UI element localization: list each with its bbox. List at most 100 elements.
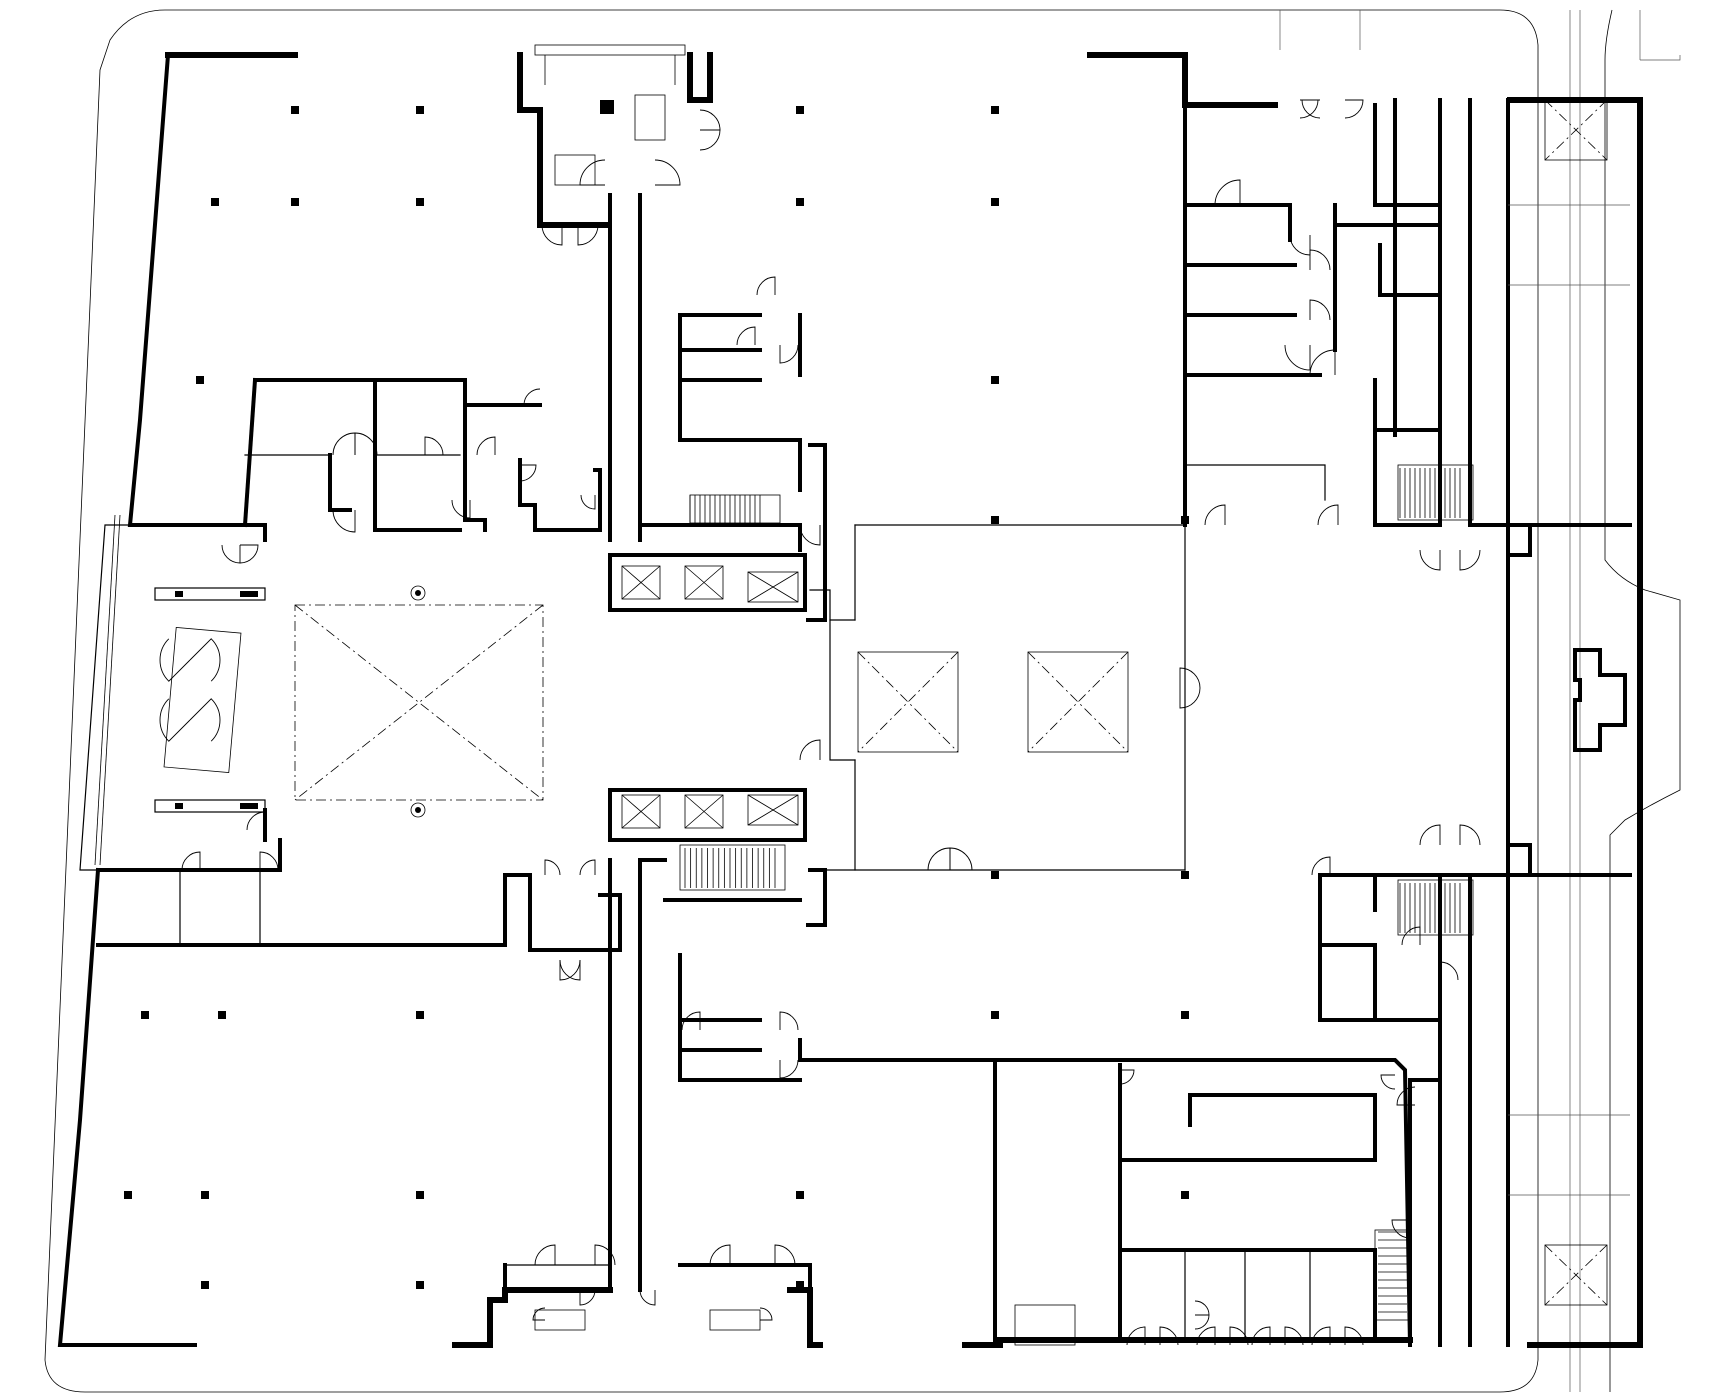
- door-swing: [1344, 1326, 1364, 1346]
- east-corridor-units: [1508, 99, 1630, 1306]
- column: [201, 1191, 209, 1199]
- door-swing: [639, 1289, 656, 1306]
- column: [796, 1281, 804, 1289]
- site-outline: [44, 9, 1681, 1393]
- south-vestibules: [534, 1309, 761, 1331]
- stair-east-upper: [1397, 464, 1474, 521]
- interior-walls-east: [1183, 98, 1632, 557]
- door-swing: [1229, 1326, 1249, 1346]
- door-swing: [1194, 1314, 1210, 1330]
- door-swing: [1459, 549, 1481, 571]
- column: [1181, 1011, 1189, 1019]
- door-swing: [736, 326, 756, 346]
- door-swing: [580, 494, 596, 510]
- door-swing: [756, 276, 776, 296]
- door-swing: [579, 159, 606, 186]
- door-swing: [799, 524, 821, 546]
- door-swing: [532, 1307, 546, 1321]
- skylight-west: [857, 651, 959, 753]
- elevator-bank-north: [608, 553, 807, 612]
- column: [1181, 871, 1189, 879]
- door-swing: [259, 851, 279, 871]
- door-swing: [1251, 1326, 1271, 1346]
- door-swing: [159, 698, 191, 742]
- door-swing: [1299, 99, 1319, 119]
- column: [141, 1011, 149, 1019]
- door-swing: [1179, 687, 1201, 709]
- column: [416, 1011, 424, 1019]
- door-swing: [1196, 1326, 1216, 1346]
- door-swing: [1344, 99, 1364, 119]
- stair-east-lower: [1397, 879, 1474, 936]
- door-swing: [159, 638, 191, 682]
- door-swing: [759, 1307, 773, 1321]
- column: [991, 198, 999, 206]
- door-swing: [534, 1244, 556, 1266]
- door-swing: [246, 811, 266, 831]
- column: [991, 516, 999, 524]
- exterior-walls: [57, 52, 1643, 1348]
- door-swing: [1396, 1086, 1416, 1106]
- door-swing: [1284, 1326, 1304, 1346]
- column: [416, 1191, 424, 1199]
- door-swing: [1311, 856, 1331, 876]
- door-swing: [1309, 299, 1331, 321]
- door-swing: [779, 344, 799, 364]
- column: [796, 1191, 804, 1199]
- door-swing: [1194, 1300, 1210, 1316]
- interior-walls-east-lower: [1318, 843, 1632, 1347]
- door-swing: [579, 859, 596, 876]
- door-swing: [476, 436, 496, 456]
- column: [416, 198, 424, 206]
- interior-walls-west-lobby: [79, 514, 282, 872]
- atrium-void: [294, 585, 544, 818]
- column: [991, 871, 999, 879]
- column: [991, 106, 999, 114]
- central-hall-walls: [809, 524, 856, 871]
- column: [991, 1011, 999, 1019]
- door-swing: [577, 224, 599, 246]
- door-swing: [1380, 1074, 1396, 1090]
- door-swing: [181, 851, 201, 871]
- door-swing: [1311, 1326, 1331, 1346]
- elevator-bank-south: [608, 788, 807, 842]
- door-swing: [424, 436, 444, 456]
- entrance-lobby: [154, 587, 266, 813]
- door-swing: [1317, 504, 1339, 526]
- door-swing: [799, 739, 821, 761]
- door-swing: [774, 1244, 796, 1266]
- door-swing: [594, 1244, 616, 1266]
- north-vestibule: [534, 44, 686, 186]
- door-swing: [1419, 824, 1441, 846]
- door-swing: [451, 499, 471, 519]
- door-swing: [699, 109, 721, 131]
- door-swing: [559, 959, 581, 981]
- interior-walls-northwest: [242, 193, 642, 542]
- door-swing: [1401, 926, 1421, 946]
- interior-walls-southwest: [96, 524, 1413, 1348]
- door-swing: [1301, 99, 1321, 119]
- door-swing: [189, 698, 221, 742]
- door-swing: [544, 859, 561, 876]
- door-swing: [779, 1011, 799, 1031]
- door-swing: [654, 159, 681, 186]
- interior-walls-southeast: [993, 1058, 1412, 1347]
- door-swing: [239, 544, 259, 564]
- door-swing: [523, 388, 541, 406]
- door-swing: [681, 1011, 701, 1031]
- door-swing: [1204, 504, 1226, 526]
- structural-columns: [124, 106, 1189, 1289]
- column: [201, 1281, 209, 1289]
- column: [796, 198, 804, 206]
- stair-southeast: [1374, 1229, 1411, 1321]
- stair-north: [689, 494, 781, 524]
- door-swing: [541, 224, 563, 246]
- column: [291, 198, 299, 206]
- column: [796, 106, 804, 114]
- door-swing: [1439, 961, 1459, 981]
- column: [416, 1281, 424, 1289]
- door-swing: [519, 464, 537, 482]
- column: [416, 106, 424, 114]
- door-swing: [1126, 1326, 1146, 1346]
